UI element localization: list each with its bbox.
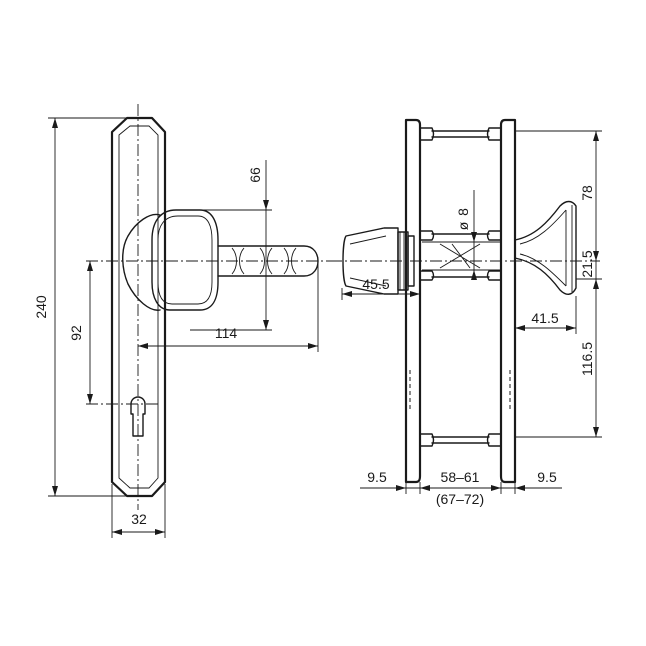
left-plate <box>404 118 422 484</box>
handle-knob-inner <box>157 215 213 305</box>
dim-handle-length: 114 <box>138 264 319 352</box>
label-spindle-symbol: ø <box>455 221 471 230</box>
lower-connector <box>419 270 502 281</box>
label-plate-width: 32 <box>131 511 147 527</box>
cylinder-hole <box>130 396 146 437</box>
dim-plate-width: 32 <box>111 484 166 538</box>
label-door-thickness-alt: (67–72) <box>436 491 484 507</box>
dim-keyhole-distance: 92 <box>68 261 93 404</box>
spindle-body <box>422 241 500 271</box>
label-spindle-square: 8 <box>455 208 471 216</box>
right-plate <box>499 118 517 484</box>
label-handle-length: 114 <box>215 325 238 341</box>
side-view <box>330 118 600 484</box>
lever-side <box>514 200 577 295</box>
dim-height-total: 240 <box>33 117 132 497</box>
dim-spindle: ø 8 <box>455 190 477 280</box>
label-keyhole-distance: 92 <box>68 325 84 341</box>
lever-side-detail <box>519 205 573 292</box>
dim-right-vertical: 78 21.5 116.5 <box>515 130 602 438</box>
label-rosette-offset: 21.5 <box>579 250 595 277</box>
escutcheon-bevel <box>118 125 159 489</box>
label-rosette-height: 78 <box>579 185 595 201</box>
label-door-thickness: 58–61 <box>441 469 480 485</box>
top-bolt <box>419 127 502 141</box>
label-rosette-depth: 41.5 <box>531 310 558 326</box>
escutcheon-plate <box>110 116 167 498</box>
dim-bottom-thickness: 9.5 58–61 (67–72) 9.5 <box>360 469 562 507</box>
label-lower-distance: 116.5 <box>579 342 595 376</box>
dim-handle-height: 66 <box>190 160 272 331</box>
knob-taper <box>349 235 387 287</box>
front-view <box>86 104 330 510</box>
handle-rosette <box>122 213 161 311</box>
label-knob-offset: 45.5 <box>362 276 389 292</box>
handle-knob <box>151 209 219 311</box>
dim-rosette-depth: 41.5 <box>515 296 577 334</box>
label-plate-thickness-left: 9.5 <box>367 469 387 485</box>
label-height-total: 240 <box>33 295 49 319</box>
dim-knob-offset: 45.5 <box>341 276 420 300</box>
label-handle-height: 66 <box>247 167 263 183</box>
label-plate-thickness-right: 9.5 <box>537 469 557 485</box>
upper-connector <box>419 230 502 241</box>
bottom-bolt <box>419 433 502 447</box>
